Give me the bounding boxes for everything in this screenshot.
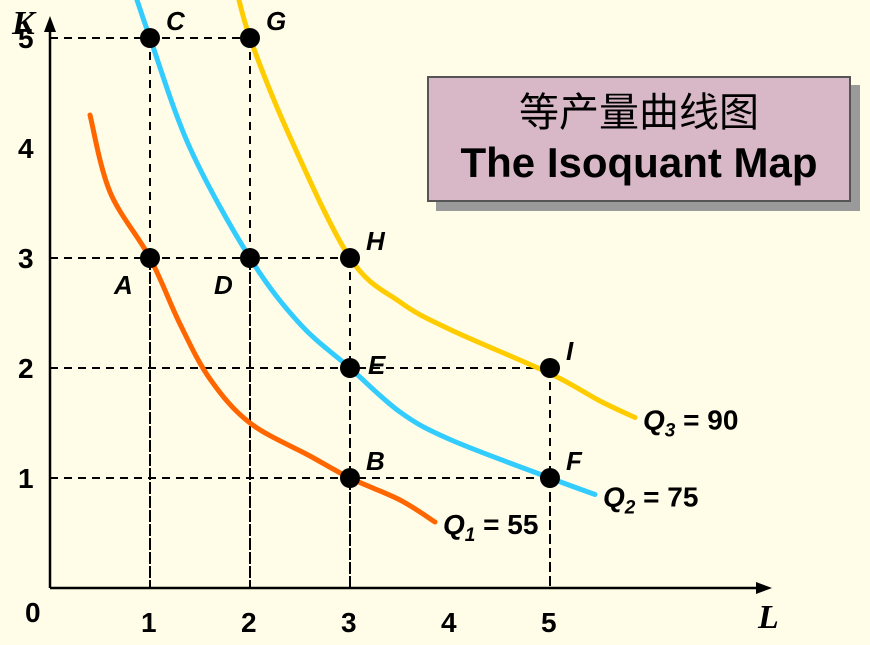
point-c (140, 28, 160, 48)
point-label-a: A (113, 270, 133, 300)
x-tick-label-3: 3 (341, 607, 357, 638)
x-tick-label-2: 2 (241, 607, 257, 638)
chart-title-cn: 等产量曲线图 (519, 90, 759, 136)
y-axis-label: K (11, 5, 37, 42)
point-i (540, 358, 560, 378)
curve-q1 (87, 112, 438, 525)
x-axis-arrow (756, 582, 772, 594)
x-tick-label-1: 1 (141, 607, 157, 638)
point-a (140, 248, 160, 268)
curve-label-q1: Q1 = 55 (443, 509, 538, 546)
point-h (340, 248, 360, 268)
y-tick-label-3: 3 (18, 243, 34, 274)
point-label-i: I (566, 336, 574, 366)
chart-title-en: The Isoquant Map (460, 139, 818, 186)
point-label-e: E (368, 350, 386, 380)
curve-q2 (134, 0, 598, 497)
curve-label-q3: Q3 = 90 (643, 405, 738, 442)
y-axis-arrow (44, 16, 56, 32)
point-f (540, 468, 560, 488)
title-box: 等产量曲线图 The Isoquant Map (427, 76, 851, 202)
y-tick-label-2: 2 (18, 353, 34, 384)
point-label-g: G (266, 6, 286, 36)
y-tick-label-5: 5 (18, 23, 34, 54)
point-label-b: B (366, 446, 385, 476)
point-label-d: D (214, 270, 233, 300)
x-tick-label-5: 5 (541, 607, 557, 638)
point-g (240, 28, 260, 48)
x-tick-label-4: 4 (441, 607, 457, 638)
point-d (240, 248, 260, 268)
point-label-f: F (566, 446, 583, 476)
origin-label: 0 (25, 597, 41, 628)
point-label-h: H (366, 226, 386, 256)
y-tick-label-4: 4 (18, 133, 34, 164)
x-axis-label: L (757, 599, 779, 636)
point-b (340, 468, 360, 488)
point-e (340, 358, 360, 378)
y-tick-label-1: 1 (18, 463, 34, 494)
point-label-c: C (166, 6, 186, 36)
curve-label-q2: Q2 = 75 (603, 482, 698, 519)
curve-q3 (236, 0, 638, 420)
